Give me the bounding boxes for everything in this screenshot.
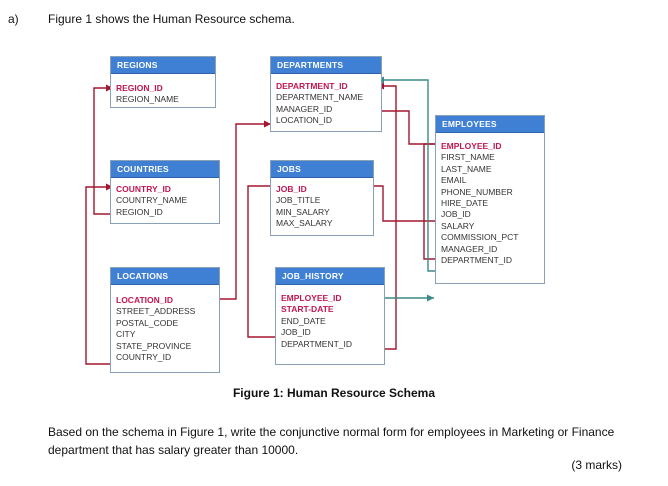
countries-field: COUNTRY_NAME	[116, 195, 188, 206]
regions-field: REGION_NAME	[116, 94, 179, 105]
job-history-field: DEPARTMENT_ID	[281, 338, 353, 349]
countries-title: COUNTRIES	[111, 161, 219, 178]
locations-table: LOCATIONS LOCATION_ID STREET_ADDRESS POS…	[110, 267, 220, 373]
job-history-field: END_DATE	[281, 315, 326, 326]
link-history-job	[247, 185, 278, 338]
locations-field: LOCATION_ID	[116, 295, 173, 305]
figure-caption: Figure 1: Human Resource Schema	[232, 386, 436, 400]
question-task: Based on the schema in Figure 1, write t…	[48, 425, 615, 457]
locations-field: COUNTRY_ID	[116, 352, 172, 363]
countries-table: COUNTRIES COUNTRY_ID COUNTRY_NAME REGION…	[110, 160, 220, 224]
question-intro: Figure 1 shows the Human Resource schema…	[48, 12, 295, 26]
regions-field: REGION_ID	[116, 83, 163, 93]
employees-field: EMPLOYEE_ID	[441, 141, 502, 151]
jobs-field: MIN_SALARY	[276, 206, 330, 217]
jobs-field: JOB_TITLE	[276, 195, 321, 206]
link-location-country	[85, 183, 113, 365]
jobs-table: JOBS JOB_ID JOB_TITLE MIN_SALARY MAX_SAL…	[270, 160, 374, 236]
jobs-title: JOBS	[271, 161, 373, 178]
question-marks: (3 marks)	[571, 458, 622, 472]
employees-title: EMPLOYEES	[436, 116, 544, 133]
question-number: a)	[8, 12, 19, 26]
employees-table: EMPLOYEES EMPLOYEE_ID FIRST_NAME LAST_NA…	[435, 115, 545, 284]
job-history-field: JOB_ID	[281, 327, 311, 338]
employees-field: SALARY	[441, 220, 475, 231]
regions-title: REGIONS	[111, 57, 215, 74]
employees-field: JOB_ID	[441, 209, 471, 220]
locations-field: STREET_ADDRESS	[116, 306, 196, 317]
employees-field: LAST_NAME	[441, 163, 492, 174]
job-history-title: JOB_HISTORY	[276, 268, 384, 285]
employees-field: FIRST_NAME	[441, 152, 495, 163]
link-country-region	[93, 84, 113, 215]
locations-title: LOCATIONS	[111, 268, 219, 285]
countries-field: COUNTRY_ID	[116, 184, 171, 194]
departments-field: DEPARTMENT_NAME	[276, 92, 364, 103]
departments-field: DEPARTMENT_ID	[276, 81, 348, 91]
job-history-field: EMPLOYEE_ID	[281, 293, 342, 303]
departments-title: DEPARTMENTS	[271, 57, 381, 74]
link-employee-department	[377, 76, 437, 272]
employees-field: EMAIL	[441, 175, 467, 186]
jobs-field: JOB_ID	[276, 184, 307, 194]
employees-field: HIRE_DATE	[441, 198, 489, 209]
locations-field: CITY	[116, 329, 136, 340]
regions-table: REGIONS REGION_ID REGION_NAME	[110, 56, 216, 108]
departments-table: DEPARTMENTS DEPARTMENT_ID DEPARTMENT_NAM…	[270, 56, 382, 132]
departments-field: MANAGER_ID	[276, 103, 333, 114]
departments-field: LOCATION_ID	[276, 115, 333, 126]
job-history-field: START-DATE	[281, 304, 334, 315]
job-history-table: JOB_HISTORY EMPLOYEE_ID START-DATE END_D…	[275, 267, 385, 365]
employees-field: DEPARTMENT_ID	[441, 255, 513, 266]
locations-field: POSTAL_CODE	[116, 317, 179, 328]
employees-field: MANAGER_ID	[441, 243, 498, 254]
locations-field: STATE_PROVINCE	[116, 340, 192, 351]
jobs-field: MAX_SALARY	[276, 218, 333, 229]
employees-field: COMMISSION_PCT	[441, 232, 519, 243]
countries-field: REGION_ID	[116, 206, 163, 217]
employees-field: PHONE_NUMBER	[441, 186, 513, 197]
